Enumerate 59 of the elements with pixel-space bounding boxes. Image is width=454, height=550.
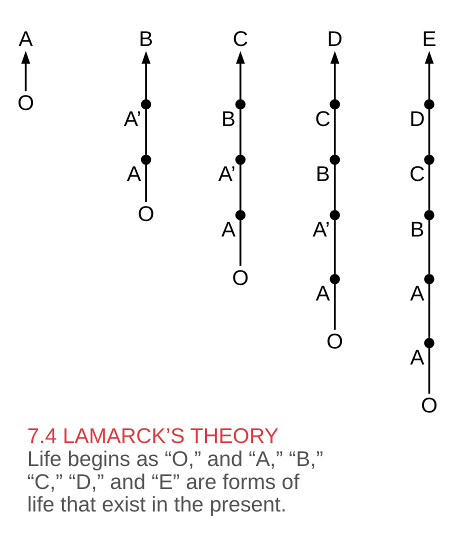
- arrow: [235, 50, 244, 100]
- node-label: A’: [312, 217, 330, 242]
- node-label: C: [314, 106, 330, 130]
- connector: [428, 219, 430, 274]
- connector: [428, 164, 430, 210]
- node-label: D: [409, 106, 424, 130]
- node-text: O: [16, 90, 34, 115]
- node-circle: [424, 273, 434, 284]
- connector: [428, 283, 430, 338]
- caption: Life begins as “O,” and “A,” “B,” “C,” “D,” and “E” are forms of life that exist in the present.: [26, 446, 323, 516]
- node-circle: [424, 337, 434, 348]
- node-circle: [140, 98, 151, 110]
- node-label: B: [315, 162, 330, 186]
- node-label: A: [220, 217, 236, 242]
- connector: [239, 164, 241, 210]
- node-label: A’: [218, 162, 236, 186]
- node-circle: [234, 210, 246, 220]
- node-text: A: [18, 26, 32, 51]
- connector: [428, 347, 430, 394]
- node-circle: [329, 98, 340, 110]
- node-text: O: [232, 265, 248, 290]
- node-circle: [424, 154, 434, 164]
- connector: [144, 108, 146, 154]
- node-circle: [329, 154, 340, 164]
- node-label: A: [126, 162, 141, 186]
- arrow: [330, 50, 339, 100]
- node-circle: [424, 98, 434, 110]
- node-label: A: [315, 281, 330, 306]
- node-text: O: [420, 393, 438, 418]
- node-label: B: [220, 106, 236, 130]
- node-label: B: [410, 217, 424, 242]
- node-label: A’: [123, 106, 141, 130]
- connector: [333, 283, 336, 330]
- connector: [239, 108, 241, 154]
- diagram-title: 7.4 LAMARCK’S THEORY: [26, 424, 278, 448]
- node-label: A: [410, 345, 424, 370]
- node-label: C: [409, 162, 424, 186]
- node-text: B: [138, 26, 153, 51]
- node-text: O: [137, 201, 154, 226]
- node-circle: [329, 273, 340, 284]
- node-label: A: [410, 281, 424, 306]
- connector: [333, 219, 336, 274]
- connector: [333, 164, 336, 210]
- node-text: O: [326, 329, 343, 354]
- arrow: [424, 50, 434, 100]
- connector: [428, 108, 430, 154]
- node-text: E: [422, 26, 436, 51]
- node-circle: [424, 210, 434, 220]
- node-text: C: [232, 26, 248, 51]
- connector: [239, 219, 241, 266]
- node-circle: [234, 98, 246, 110]
- connector: [144, 164, 146, 202]
- arrow: [141, 50, 150, 100]
- node-text: D: [326, 26, 342, 51]
- arrow: [20, 50, 30, 91]
- node-circle: [234, 154, 246, 164]
- connector: [333, 108, 336, 154]
- node-circle: [140, 154, 151, 164]
- node-circle: [329, 210, 340, 220]
